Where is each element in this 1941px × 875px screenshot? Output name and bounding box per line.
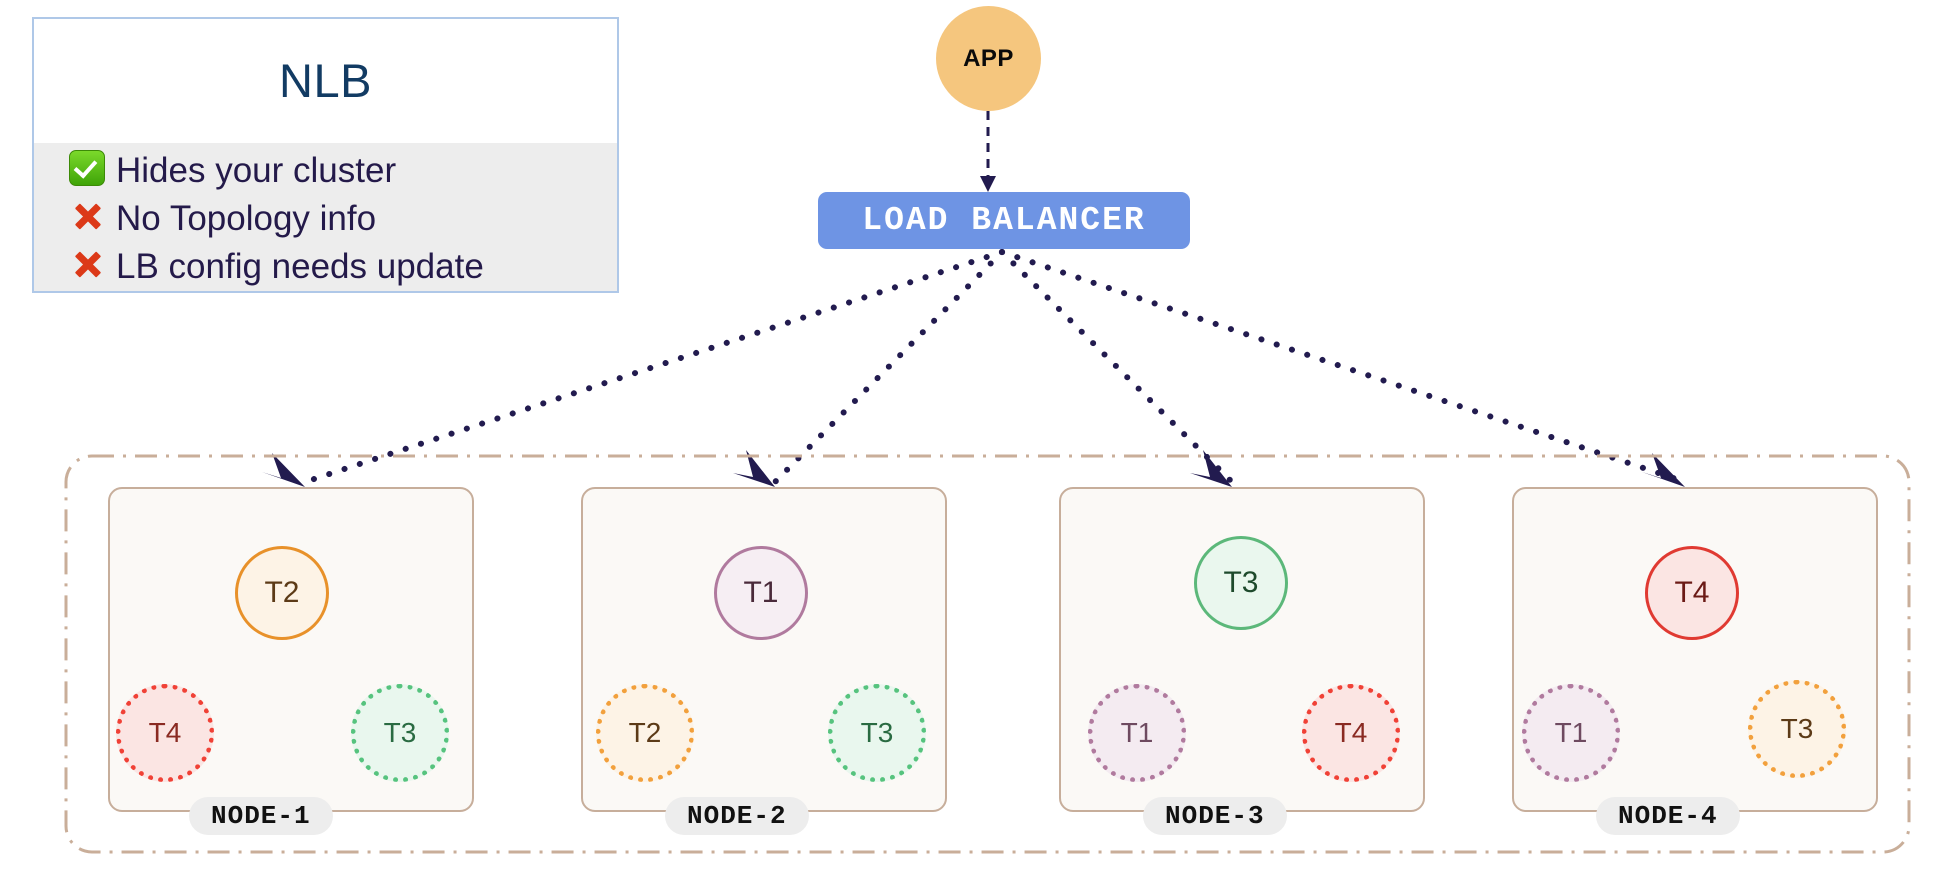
cross-icon: [58, 199, 116, 239]
app-node: APP: [936, 6, 1041, 111]
node-label-pill-1: NODE-1: [189, 797, 333, 835]
tenant-circle-primary[interactable]: T3: [1194, 536, 1288, 630]
lb-to-node4-link: [999, 249, 1688, 485]
node4-arrowhead: [1642, 453, 1685, 487]
tenant-circle-primary[interactable]: T2: [235, 546, 329, 640]
legend-item-label: LB config needs update: [116, 247, 484, 286]
legend-body: Hides your cluster No Topology info LB c…: [34, 143, 617, 291]
node1-arrowhead: [262, 453, 305, 487]
tenant-circle-ghost[interactable]: T3: [1748, 680, 1846, 778]
tenant-circle-ghost[interactable]: T3: [351, 684, 449, 782]
lb-to-node2-link: [772, 249, 1005, 485]
app-to-lb-arrowhead: [980, 176, 996, 192]
tenant-circle-ghost[interactable]: T1: [1522, 684, 1620, 782]
tenant-circle-ghost[interactable]: T1: [1088, 684, 1186, 782]
tenant-circle-ghost[interactable]: T2: [596, 684, 694, 782]
tenant-circle-ghost[interactable]: T4: [116, 684, 214, 782]
tenant-circle-primary[interactable]: T1: [714, 546, 808, 640]
check-icon: [58, 150, 116, 192]
node-label-pill-4: NODE-4: [1596, 797, 1740, 835]
tenant-circle-ghost[interactable]: T3: [828, 684, 926, 782]
nlb-legend-card: NLB Hides your cluster No Topology info …: [32, 17, 619, 293]
node2-arrowhead: [733, 450, 775, 487]
node3-arrowhead: [1190, 450, 1232, 487]
lb-to-node3-link: [999, 249, 1235, 485]
load-balancer-box: LOAD BALANCER: [818, 192, 1190, 249]
legend-item: LB config needs update: [58, 243, 617, 291]
legend-item: No Topology info: [58, 195, 617, 243]
legend-item-label: Hides your cluster: [116, 151, 397, 190]
cross-icon: [58, 247, 116, 287]
node-label-pill-3: NODE-3: [1143, 797, 1287, 835]
legend-item: Hides your cluster: [58, 147, 617, 195]
legend-title: NLB: [279, 54, 372, 107]
load-balancer-label: LOAD BALANCER: [862, 202, 1146, 239]
tenant-circle-primary[interactable]: T4: [1645, 546, 1739, 640]
node-label-pill-2: NODE-2: [665, 797, 809, 835]
tenant-circle-ghost[interactable]: T4: [1302, 684, 1400, 782]
app-label: APP: [963, 44, 1014, 72]
legend-item-label: No Topology info: [116, 199, 377, 238]
